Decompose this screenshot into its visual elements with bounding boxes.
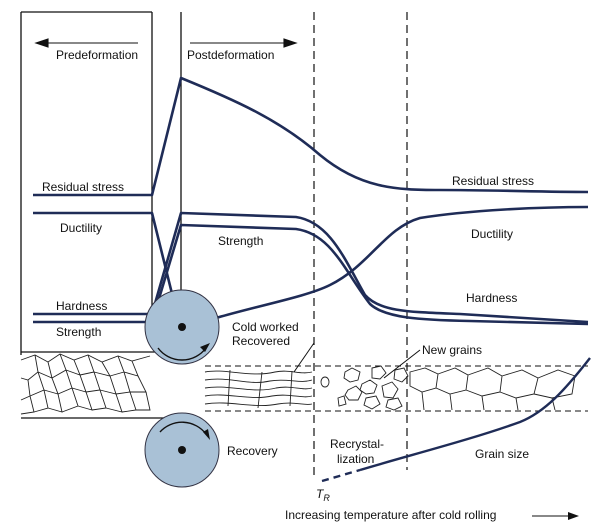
microstructure-band [20, 351, 588, 419]
property-curves [33, 76, 589, 332]
postdeformation-label: Postdeformation [187, 48, 274, 62]
ductility-left-label: Ductility [60, 221, 102, 235]
recrystallization-label-line2: lization [337, 452, 374, 466]
new-grains-leader-line [383, 349, 421, 379]
predeformation-label: Predeformation [56, 48, 138, 62]
bottom-roller [144, 412, 220, 488]
cold-worked-grains [204, 369, 313, 409]
strength-curve [33, 223, 589, 326]
bottom-roller-axle [178, 446, 186, 454]
postdeformation-arrowhead [283, 38, 298, 48]
strength-left-label: Strength [56, 325, 101, 339]
tr-label: TR [316, 487, 330, 503]
hardness-curve [33, 211, 589, 324]
grain-size-curve-label: Grain size [475, 447, 529, 461]
new-grains-label: New grains [422, 343, 482, 357]
residual-stress-curve-label: Residual stress [452, 174, 534, 188]
strength-curve-label: Strength [218, 234, 263, 248]
original-grains [20, 353, 151, 415]
top-roller-rotation-arrow [157, 347, 207, 361]
top-roller [144, 289, 220, 365]
grain-size-curve [359, 357, 591, 472]
recrystallized-grains [320, 365, 409, 411]
top-roller-arrowhead [200, 343, 210, 352]
ductility-curve [33, 205, 589, 332]
ductility-curve-label: Ductility [471, 227, 513, 241]
recovery-label: Recovery [227, 444, 278, 458]
bottom-roller-arrowhead [203, 429, 210, 440]
x-axis-label: Increasing temperature after cold rollin… [285, 508, 496, 522]
tr-subscript: R [323, 493, 330, 503]
hardness-left-label: Hardness [56, 299, 107, 313]
recrystallization-label-line1: Recrystal- [330, 437, 384, 451]
stage-dividers [313, 12, 408, 480]
residual-stress-left-label: Residual stress [42, 180, 124, 194]
residual-stress-curve [33, 76, 589, 197]
recovered-leader-line [293, 342, 315, 373]
grain-size-curve-dashed [321, 468, 361, 483]
frame-lines [20, 11, 182, 355]
x-axis-arrowhead [568, 512, 579, 520]
header-arrows [34, 38, 298, 48]
predeformation-arrowhead [34, 38, 49, 48]
bottom-roller-rotation-arrow [159, 421, 207, 435]
hardness-curve-label: Hardness [466, 291, 517, 305]
recovered-label: Recovered [232, 334, 290, 348]
grown-grains [409, 367, 576, 411]
cold-worked-label: Cold worked [232, 320, 299, 334]
top-roller-axle [178, 323, 186, 331]
tr-symbol: T [316, 487, 325, 501]
